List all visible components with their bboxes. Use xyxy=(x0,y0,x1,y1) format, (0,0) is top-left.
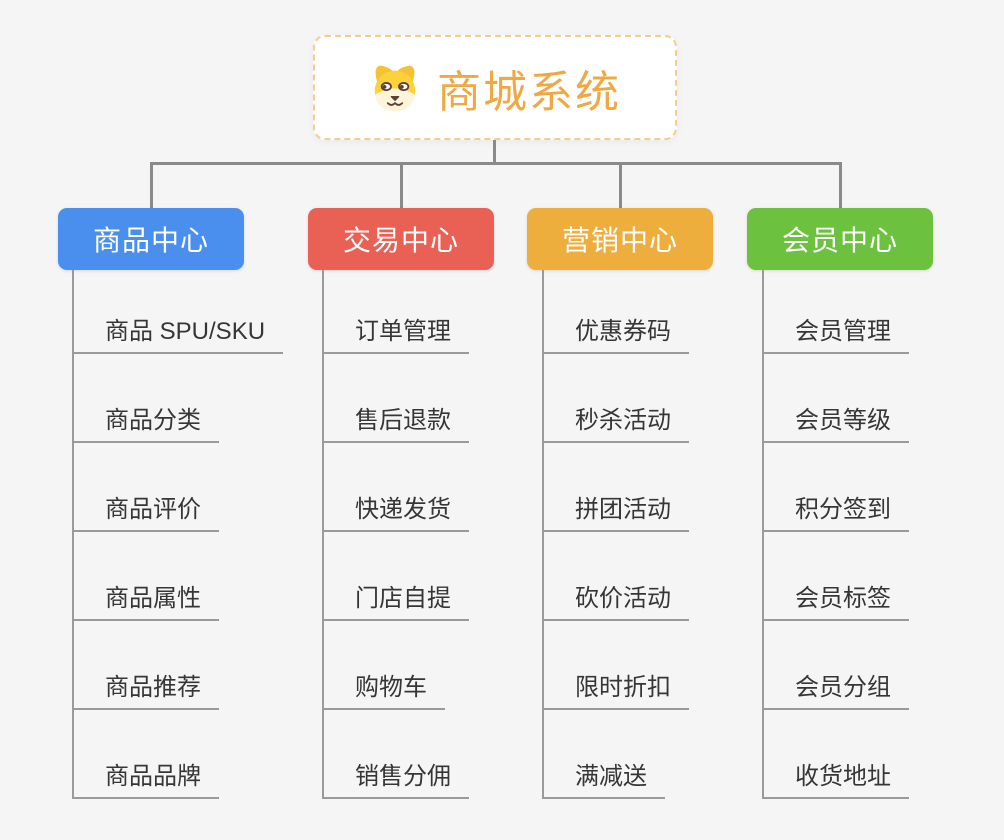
dog-face-icon xyxy=(369,62,421,114)
connector-drop-member xyxy=(839,165,842,208)
node-item[interactable]: 会员管理 xyxy=(762,265,909,354)
branch-trade-trunk-line xyxy=(322,270,324,799)
connector-root-stub xyxy=(493,140,496,165)
root-node[interactable]: 商城系统 xyxy=(313,35,677,140)
node-item[interactable]: 购物车 xyxy=(322,621,445,710)
branch-marketing-header[interactable]: 营销中心 xyxy=(527,208,713,270)
node-item[interactable]: 会员分组 xyxy=(762,621,909,710)
connector-drop-trade xyxy=(400,165,403,208)
node-item[interactable]: 销售分佣 xyxy=(322,710,469,799)
node-item[interactable]: 收货地址 xyxy=(762,710,909,799)
node-item[interactable]: 商品评价 xyxy=(72,443,219,532)
node-item[interactable]: 门店自提 xyxy=(322,532,469,621)
node-item[interactable]: 秒杀活动 xyxy=(542,354,689,443)
root-title: 商城系统 xyxy=(437,67,621,117)
node-item[interactable]: 积分签到 xyxy=(762,443,909,532)
node-item[interactable]: 优惠券码 xyxy=(542,265,689,354)
node-item[interactable]: 拼团活动 xyxy=(542,443,689,532)
node-item[interactable]: 砍价活动 xyxy=(542,532,689,621)
node-item[interactable]: 限时折扣 xyxy=(542,621,689,710)
node-item[interactable]: 快递发货 xyxy=(322,443,469,532)
node-item[interactable]: 商品推荐 xyxy=(72,621,219,710)
branch-product-trunk-line xyxy=(72,270,74,799)
node-item[interactable]: 商品 SPU/SKU xyxy=(72,265,284,354)
connector-drop-product xyxy=(150,165,153,208)
branch-marketing-trunk-line xyxy=(542,270,544,799)
branch-trade-header[interactable]: 交易中心 xyxy=(308,208,494,270)
branch-member-trunk-line xyxy=(762,270,764,799)
node-item[interactable]: 订单管理 xyxy=(322,265,469,354)
connector-drop-marketing xyxy=(619,165,622,208)
node-item[interactable]: 商品属性 xyxy=(72,532,219,621)
branch-product-items: 商品 SPU/SKU 商品分类 商品评价 商品属性 商品推荐 商品品牌 xyxy=(72,265,284,799)
node-item[interactable]: 售后退款 xyxy=(322,354,469,443)
node-item[interactable]: 商品分类 xyxy=(72,354,219,443)
node-item[interactable]: 会员等级 xyxy=(762,354,909,443)
branch-trade-items: 订单管理 售后退款 快递发货 门店自提 购物车 销售分佣 xyxy=(322,265,469,799)
node-item[interactable]: 商品品牌 xyxy=(72,710,219,799)
branch-marketing-items: 优惠券码 秒杀活动 拼团活动 砍价活动 限时折扣 满减送 xyxy=(542,265,689,799)
branch-product-header[interactable]: 商品中心 xyxy=(58,208,244,270)
node-item[interactable]: 满减送 xyxy=(542,710,665,799)
connector-bus xyxy=(150,162,842,165)
branch-member-header[interactable]: 会员中心 xyxy=(747,208,933,270)
node-item[interactable]: 会员标签 xyxy=(762,532,909,621)
branch-member-items: 会员管理 会员等级 积分签到 会员标签 会员分组 收货地址 xyxy=(762,265,909,799)
